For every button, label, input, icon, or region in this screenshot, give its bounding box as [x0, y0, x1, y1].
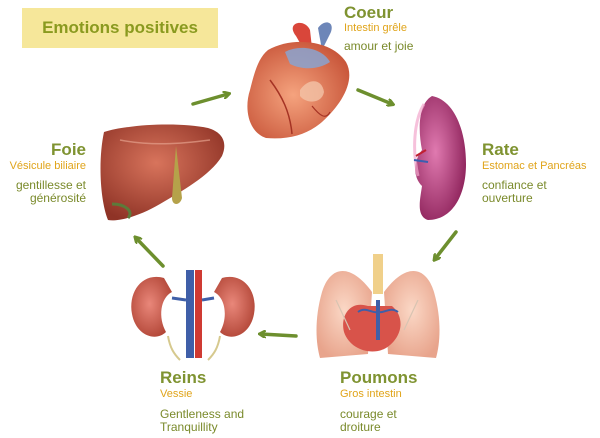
arrow-liver-to-heart: [191, 94, 228, 106]
kidneys-emotion-line-1: Gentleness and: [160, 407, 245, 421]
kidneys-illustration: [131, 270, 255, 361]
arrow-heart-to-spleen: [356, 88, 392, 104]
spleen-name: Rate: [482, 140, 519, 159]
kidneys-emotion: Gentleness and Tranquillity: [160, 408, 244, 434]
liver-emotion-line-1: gentillesse et: [15, 178, 86, 192]
spleen-sub: Estomac et Pancréas: [482, 160, 587, 172]
spleen-illustration: [413, 96, 466, 220]
diagram-title: Emotions positives: [42, 18, 198, 37]
lungs-sub: Gros intestin: [340, 388, 402, 400]
spleen-emotion-line-2: ouverture: [482, 191, 533, 205]
arrow-lungs-to-kidneys: [261, 334, 298, 336]
kidneys-name: Reins: [160, 368, 207, 387]
liver-name: Foie: [51, 140, 86, 159]
heart-sub: Intestin grêle: [344, 22, 407, 34]
lungs-illustration: [316, 254, 440, 358]
lungs-name: Poumons: [340, 368, 418, 387]
heart-illustration: [247, 22, 350, 139]
liver-illustration: [100, 124, 225, 221]
heart-emotion: amour et joie: [344, 40, 413, 53]
lungs-emotion-line-2: droiture: [340, 420, 381, 434]
kidneys-sub: Vessie: [160, 388, 193, 400]
lungs-emotion-line-1: courage et: [340, 407, 397, 421]
liver-sub: Vésicule biliaire: [9, 160, 86, 172]
liver-emotion-line-2: générosité: [29, 191, 86, 205]
kidneys-emotion-line-2: Tranquillity: [160, 420, 218, 434]
spleen-emotion-line-1: confiance et: [482, 178, 547, 192]
arrow-kidneys-to-liver: [136, 238, 165, 268]
heart-emotion-line-1: amour et joie: [344, 39, 414, 53]
title-banner: Emotions positives: [22, 8, 218, 48]
liver-emotion: gentillesse et générosité: [16, 179, 86, 205]
arrow-spleen-to-lungs: [435, 230, 458, 259]
lungs-emotion: courage et droiture: [340, 408, 397, 434]
spleen-emotion: confiance et ouverture: [482, 179, 547, 205]
heart-name: Coeur: [344, 3, 394, 22]
